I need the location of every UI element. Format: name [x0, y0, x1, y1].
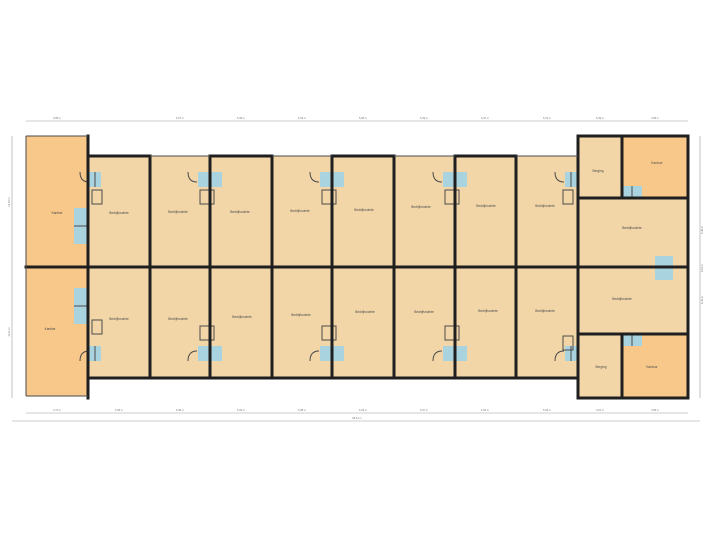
door-swings — [79, 171, 574, 362]
stair — [562, 189, 574, 205]
dimension-label: 12,11 m — [7, 327, 11, 336]
dimension-label: 6,61 m — [700, 264, 704, 272]
door-swing — [432, 350, 443, 362]
room-label: Bedrijfsruimte — [535, 309, 555, 313]
dimension-label: 5,97 m — [481, 116, 489, 120]
room-label: Kantine — [45, 327, 56, 331]
room-label: Bedrijfsruimte — [109, 317, 129, 321]
dimension-label: 3,98 m — [651, 408, 659, 412]
dimension-label: 6,03 m — [543, 116, 551, 120]
dimension-label: 6,09 m — [298, 116, 306, 120]
dimension-label: 5,99 m — [596, 116, 604, 120]
room-labels: Kantine Kantine Bedrijfsruimte Bedrijfsr… — [45, 161, 664, 369]
dimension-labels: 3,88 m 6,07 m 5,98 m 6,09 m 5,98 m 6,09 … — [7, 116, 704, 420]
room-label: Kantoor — [651, 161, 663, 165]
dimension-label: 6,09 m — [359, 408, 367, 412]
room-label: Berging — [593, 169, 604, 173]
room-label: Bedrijfsruimte — [109, 211, 129, 215]
room-label: Bedrijfsruimte — [355, 310, 375, 314]
room-label: Bedrijfsruimte — [612, 297, 632, 301]
stair — [321, 189, 337, 205]
dimension-label: 3,72 m — [53, 408, 61, 412]
dimension-label: 5,98 m — [359, 116, 367, 120]
dimension-label: 3,88 m — [53, 116, 61, 120]
dimension-label: 3,81 m — [596, 408, 604, 412]
dimension-label: 6,09 m — [420, 116, 428, 120]
room-label: Kantoor — [646, 365, 658, 369]
room-label: Bedrijfsruimte — [411, 205, 431, 209]
dimension-label: 5,99 m — [543, 408, 551, 412]
door-swing — [187, 350, 198, 362]
glazing — [25, 135, 578, 397]
room-label: Bedrijfsruimte — [478, 309, 498, 313]
sanitary-blocks — [74, 172, 673, 361]
dimension-label: 6,46 m — [700, 226, 704, 234]
room-label: Bedrijfsruimte — [168, 210, 188, 214]
dimension-label: 6,07 m — [176, 116, 184, 120]
room-label: Bedrijfsruimte — [476, 204, 496, 208]
dimension-label: 13,03 m — [7, 197, 11, 206]
room-label: Bedrijfsruimte — [354, 208, 374, 212]
room-label: Kantine — [52, 211, 63, 215]
door-swing — [309, 350, 320, 362]
dimension-lines — [11, 120, 701, 422]
left-office-top — [26, 136, 88, 267]
stair — [321, 325, 337, 341]
stair — [91, 319, 103, 335]
room-label: Bedrijfsruimte — [290, 209, 310, 213]
stair — [562, 335, 574, 351]
stair — [199, 189, 215, 205]
room-label: Bedrijfsruimte — [232, 315, 252, 319]
stair — [444, 189, 460, 205]
dimension-label: 6,43 m — [700, 296, 704, 304]
door-swing — [432, 171, 443, 183]
room-label: Bedrijfsruimte — [535, 204, 555, 208]
room-label: Bedrijfsruimte — [168, 317, 188, 321]
dimension-label: 5,98 m — [176, 408, 184, 412]
dimension-label: 5,98 m — [237, 116, 245, 120]
door-swing — [309, 171, 320, 183]
stair — [444, 325, 460, 341]
dimension-label: 5,98 m — [298, 408, 306, 412]
dimension-label: 6,09 m — [237, 408, 245, 412]
room-label: Bedrijfsruimte — [414, 310, 434, 314]
door-swing — [554, 171, 565, 183]
room-label: Berging — [596, 365, 607, 369]
dimension-label: 6,08 m — [115, 408, 123, 412]
door-swing — [187, 171, 198, 183]
dimension-label: 68,61 m — [352, 416, 361, 420]
room-label: Bedrijfsruimte — [622, 226, 642, 230]
room-label: Bedrijfsruimte — [230, 210, 250, 214]
stair — [199, 325, 215, 341]
room-label: Bedrijfsruimte — [291, 313, 311, 317]
door-swing — [554, 350, 565, 362]
dimension-label: 6,03 m — [481, 408, 489, 412]
dimension-label: 3,98 m — [651, 116, 659, 120]
stair — [91, 189, 103, 205]
dimension-label: 5,97 m — [420, 408, 428, 412]
walls — [24, 134, 690, 400]
left-office-bottom — [26, 267, 88, 396]
